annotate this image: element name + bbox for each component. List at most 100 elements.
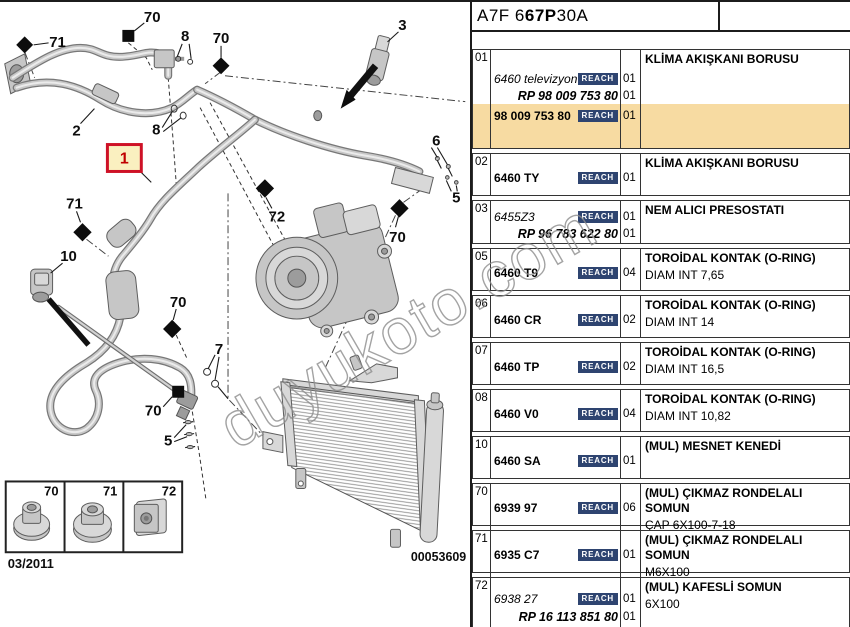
qty-cell: 01 <box>621 437 641 478</box>
reach-badge[interactable]: REACH <box>577 211 618 223</box>
diamond-marker <box>390 199 409 218</box>
callout-3-sensor: 3 <box>398 17 406 34</box>
code-prefix: A7F 6 <box>477 6 525 25</box>
pressure-sensor-drawing <box>46 35 391 347</box>
part-number: 6935 C7 <box>494 548 540 562</box>
qty-value: 01 <box>623 228 636 240</box>
part-number: 6460 TP <box>494 360 540 374</box>
qty-cell: 01 01 <box>621 578 641 627</box>
rp-number: RP 98 009 753 80 <box>517 89 618 103</box>
highlighted-callout-1[interactable]: 1 <box>105 143 143 173</box>
table-row[interactable]: 05 6460 T9 REACH 04 TOROİDAL KONTAK (O-RI… <box>472 248 850 291</box>
callout-1-label: 1 <box>120 150 129 167</box>
part-spec: ÇAP 6X100-7-18 <box>645 518 736 532</box>
reach-badge[interactable]: REACH <box>577 73 618 85</box>
desc-cell: TOROİDAL KONTAK (O-RING) DIAM INT 7,65 <box>641 249 849 290</box>
callout-70-right-mid: 70 <box>389 229 406 246</box>
desc-cell: NEM ALICI PRESOSTATI <box>641 201 849 243</box>
part-number: 6460 CR <box>494 313 542 327</box>
part-cell: 6460 V0 REACH <box>491 390 621 431</box>
header-gap <box>472 32 850 49</box>
callout-70-lower: 70 <box>145 403 162 420</box>
clip-part-drawing <box>30 268 54 303</box>
diamond-marker <box>163 319 182 339</box>
reach-badge[interactable]: REACH <box>577 314 618 326</box>
part-number: 6939 97 <box>494 501 538 515</box>
part-number: 6460 T9 <box>494 266 539 280</box>
part-cell: 6460 TP REACH <box>491 343 621 384</box>
ref-cell: 10 <box>473 437 491 478</box>
part-number: 6460 TY <box>494 171 540 185</box>
desc-cell: KLİMA AKIŞKANI BORUSU <box>641 154 849 195</box>
reach-badge[interactable]: REACH <box>577 549 618 561</box>
qty-cell: 01 01 01 <box>621 50 641 148</box>
legend-box: 70 71 72 <box>4 480 184 554</box>
part-spec: DIAM INT 7,65 <box>645 268 725 282</box>
qty-value: 02 <box>623 361 636 373</box>
rp-number: RP 16 113 851 80 <box>518 610 618 624</box>
qty-cell: 02 <box>621 296 641 337</box>
reach-badge[interactable]: REACH <box>577 361 618 373</box>
catalog-code: A7F 6 67P 30A <box>472 2 720 30</box>
callout-8-mid: 8 <box>152 122 160 139</box>
part-number: 98 009 753 80 <box>494 109 571 123</box>
qty-cell: 01 01 <box>621 201 641 243</box>
condenser-drawing <box>262 354 444 548</box>
reach-badge[interactable]: REACH <box>577 408 618 420</box>
part-description: (MUL) ÇIKMAZ RONDELALI SOMUN <box>645 486 803 515</box>
reach-badge[interactable]: REACH <box>577 267 618 279</box>
callout-5-lower: 5 <box>164 433 172 450</box>
reach-badge[interactable]: REACH <box>577 110 618 122</box>
desc-cell: TOROİDAL KONTAK (O-RING) DIAM INT 14 <box>641 296 849 337</box>
reach-badge[interactable]: REACH <box>577 593 618 605</box>
reach-badge[interactable]: REACH <box>577 455 618 467</box>
legend-label-72: 72 <box>162 483 176 498</box>
ref-cell: 71 <box>473 531 491 580</box>
qty-value: 01 <box>623 611 636 623</box>
sheet-number: 00053609 <box>411 550 466 564</box>
callout-10-clip: 10 <box>60 248 77 265</box>
part-description: KLİMA AKIŞKANI BORUSU <box>645 156 799 170</box>
qty-value: 01 <box>623 455 636 467</box>
part-description: NEM ALICI PRESOSTATI <box>645 203 785 217</box>
legend-date: 03/2011 <box>8 556 54 571</box>
ref-cell: 72 <box>473 578 491 627</box>
part-description: KLİMA AKIŞKANI BORUSU <box>645 52 799 66</box>
part-spec: DIAM INT 10,82 <box>645 409 731 423</box>
qty-cell: 04 <box>621 249 641 290</box>
part-description: (MUL) MESNET KENEDİ <box>645 439 781 453</box>
part-description: (MUL) ÇIKMAZ RONDELALI SOMUN <box>645 533 803 562</box>
ref-cell: 05 <box>473 249 491 290</box>
qty-cell: 06 <box>621 484 641 533</box>
label-leaders <box>33 22 458 443</box>
part-spec: DIAM INT 14 <box>645 315 715 329</box>
part-number: 6460 televizyon <box>494 72 578 86</box>
reach-badge[interactable]: REACH <box>577 502 618 514</box>
header-empty-cell <box>720 2 850 30</box>
code-suffix: 30A <box>556 6 589 25</box>
qty-value: 04 <box>623 267 636 279</box>
qty-value: 01 <box>623 211 636 223</box>
code-bold: 67P <box>524 6 557 25</box>
callout-70-mid: 70 <box>170 294 187 311</box>
part-spec: 6X100 <box>645 597 680 611</box>
part-number: 6460 V0 <box>494 407 539 421</box>
reach-badge[interactable]: REACH <box>577 172 618 184</box>
callout-7-washers: 7 <box>215 341 223 358</box>
ref-cell: 03 <box>473 201 491 243</box>
cage-nut-icon <box>133 498 167 536</box>
